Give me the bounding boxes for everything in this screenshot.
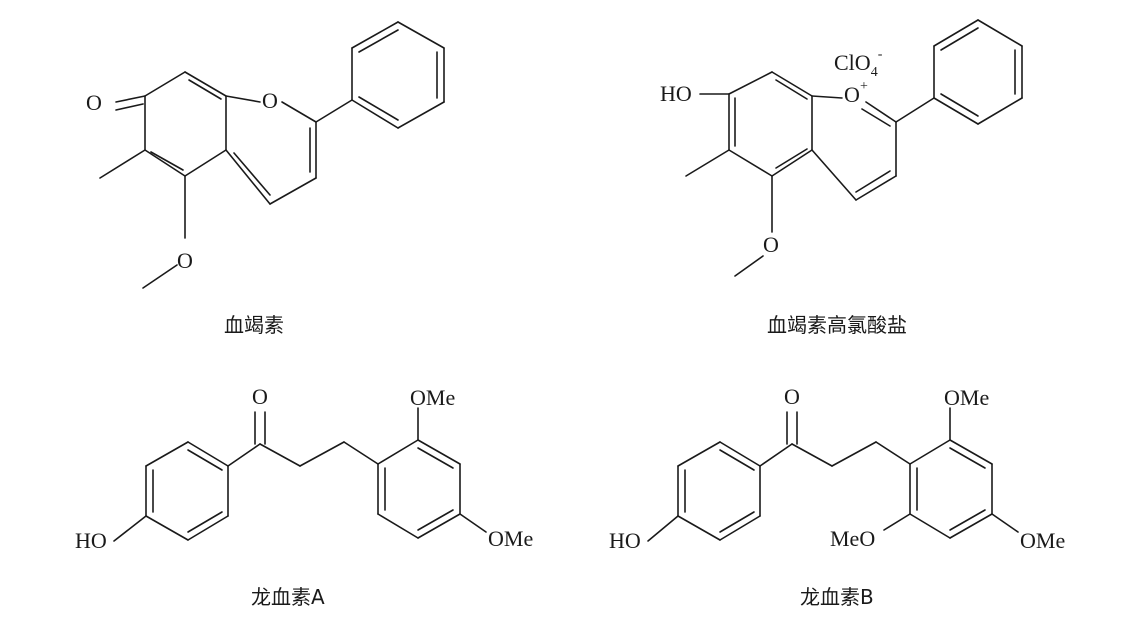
ketone-oxygen-label: O [86,90,102,115]
carbonyl-oxygen-label-a: O [252,384,268,409]
positive-charge-label: + [860,79,868,94]
carbonyl-oxygen-label-b: O [784,384,800,409]
perchlorate-label: ClO4- [834,47,883,80]
structure-dracorhodin-perchlorate: HO O O + ClO4- [660,19,1023,277]
ring-oxygen-label: O [262,88,278,113]
structure-loureirin-b: HO O OMe OMe MeO [609,384,1065,553]
caption-dracorhodin: 血竭素 [224,313,284,337]
methoxy-label-b1: OMe [944,385,989,410]
methoxy-label-a1: OMe [410,385,455,410]
methoxy-oxygen-label-2: O [763,232,779,257]
caption-loureirin-a: 龙血素A [251,585,325,609]
oxonium-oxygen-label: O [844,82,860,107]
hydroxyl-label-a: HO [75,528,107,553]
caption-dracorhodin-perchlorate: 血竭素高氯酸盐 [767,313,907,337]
methoxy-label-a2: OMe [488,526,533,551]
methoxy-oxygen-label: O [177,248,193,273]
hydroxyl-label-b: HO [609,528,641,553]
hydroxyl-label: HO [660,81,692,106]
methoxy-label-b2: OMe [1020,528,1065,553]
structure-loureirin-a: HO O OMe OMe [75,384,533,553]
caption-loureirin-b: 龙血素B [800,585,874,609]
methoxy-label-b3: MeO [830,526,875,551]
structure-dracorhodin: O O O [86,21,445,289]
